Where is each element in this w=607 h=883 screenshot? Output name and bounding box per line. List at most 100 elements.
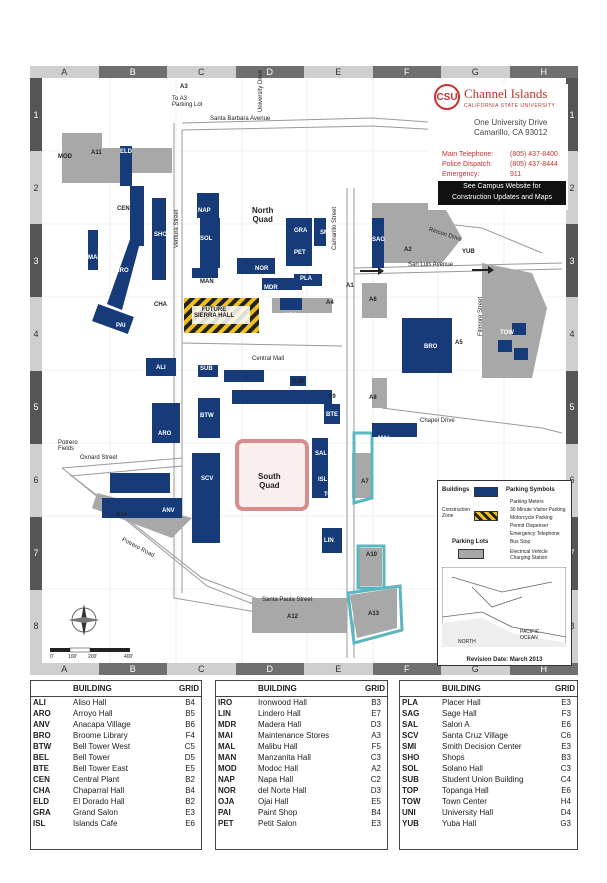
directory-code: SHO — [402, 753, 420, 762]
grid-row-label: 1 — [30, 78, 42, 152]
directory-name: Shops — [442, 753, 465, 762]
grid-row-label: 8 — [30, 589, 42, 663]
directory-code: NOR — [218, 786, 236, 795]
north-label: NORTH — [458, 639, 476, 645]
directory-grid: E5 — [185, 764, 195, 773]
highlighted-lots — [346, 431, 404, 645]
parking-lot-label: A5 — [455, 340, 463, 346]
directory-code: CEN — [33, 775, 50, 784]
buildings[interactable] — [88, 146, 528, 553]
directory-grid: C5 — [184, 742, 195, 751]
parking-lot-label: A4 — [326, 300, 334, 306]
grid-row-label: 3 — [30, 224, 42, 298]
legend-parking-symbols: Parking Symbols — [506, 487, 555, 493]
parking-lot-label: A3 — [180, 84, 188, 90]
address-line: Camarillo, CA 93012 — [474, 128, 548, 137]
building-label: SOL — [200, 236, 213, 242]
directory-code: UNI — [402, 808, 416, 817]
parking-lot-label: A6 — [369, 297, 377, 303]
directory-header-grid: GRID — [546, 681, 577, 697]
compass-icon — [68, 604, 100, 636]
directory-grid: B5 — [185, 709, 195, 718]
directory-header-building: BUILDING — [71, 681, 165, 697]
directory-code: SMI — [402, 742, 417, 751]
directory-code: MDR — [218, 720, 237, 729]
grid-row-label: 5 — [30, 370, 42, 444]
parking-lot-label: A11 — [91, 150, 102, 156]
building-label: SHO — [154, 232, 168, 238]
contact-label: Police Dispatch: — [442, 161, 493, 168]
direction-arrows — [360, 266, 494, 275]
legend-parking-lots: Parking Lots — [452, 539, 489, 545]
grid-row-label: 1 — [566, 78, 578, 152]
directory-name: Sage Hall — [442, 709, 477, 718]
campus-map[interactable] — [42, 78, 566, 663]
directory-code: TOW — [402, 797, 421, 806]
grid-col-label: G — [441, 66, 510, 78]
street-label: Ventura Street — [174, 209, 180, 248]
building-label: SUB — [200, 366, 213, 372]
directory-name: Manzanita Hall — [258, 753, 311, 762]
building-label: GRA — [294, 228, 308, 234]
grid-row-label: 6 — [30, 443, 42, 517]
building-label: IRO — [118, 268, 129, 274]
scale-bar — [50, 647, 130, 653]
directory-name: Maintenance Stores — [258, 731, 330, 740]
directory-code: MAL — [218, 742, 236, 751]
directory-code: IRO — [218, 698, 233, 707]
directory-code: MAI — [218, 731, 233, 740]
parking-lots — [62, 133, 547, 638]
contact-label: Emergency: — [442, 171, 480, 178]
building-label: SAL — [315, 451, 327, 457]
directory-name: Lindero Hall — [258, 709, 301, 718]
street-label: Central Mall — [252, 356, 285, 362]
building-label: ALI — [156, 365, 166, 371]
directory-code: ALI — [33, 698, 46, 707]
directory-name: University Hall — [442, 808, 494, 817]
directory-code: SAG — [402, 709, 420, 718]
csu-logo: CSU — [434, 84, 460, 110]
grid-row-label: 4 — [566, 297, 578, 371]
directory-name: Solano Hall — [442, 764, 483, 773]
parking-lot-label: A2 — [404, 247, 412, 253]
directory-code: BTW — [33, 742, 52, 751]
street-label: Santa Barbara Avenue — [210, 116, 271, 122]
